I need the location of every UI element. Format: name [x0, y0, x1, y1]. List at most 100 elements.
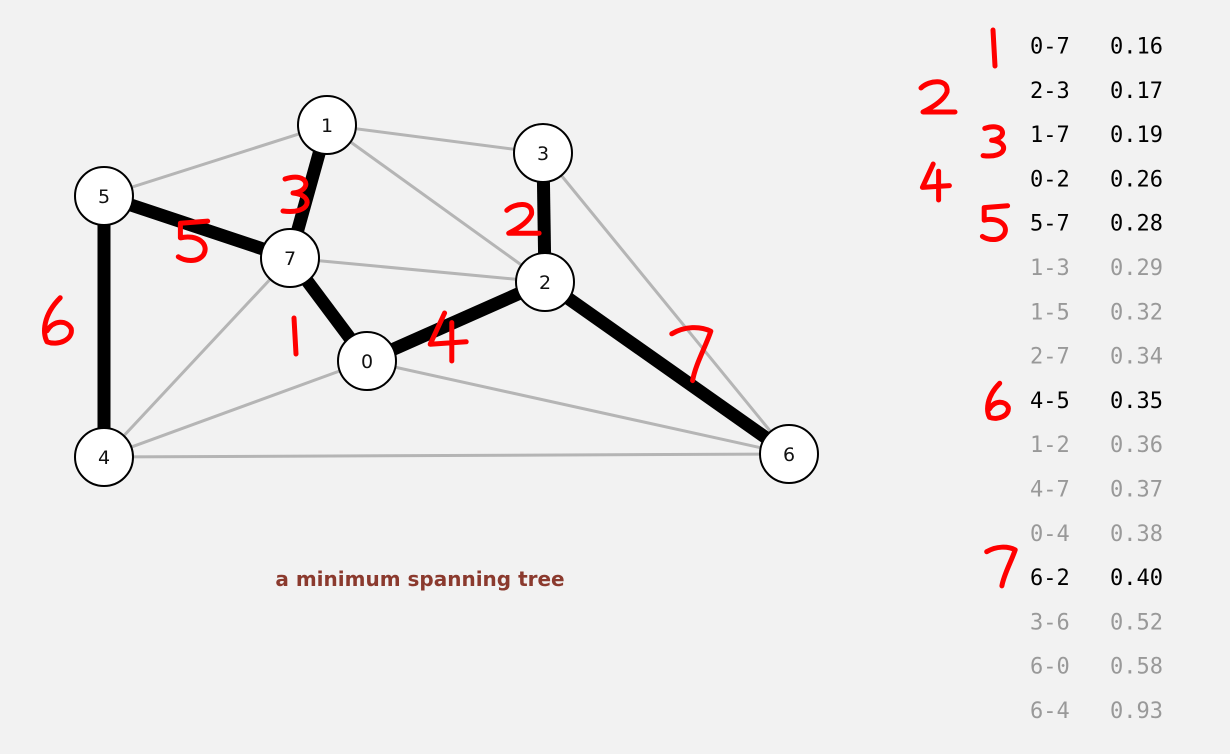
edge-list-weight: 0.32 [1110, 300, 1163, 325]
edge-list-label: 5-7 [1030, 212, 1070, 237]
edge-list-row: 6-0 0.58 [1030, 655, 1163, 680]
node-6: 6 [759, 424, 819, 484]
edge-list-row: 0-4 0.38 [1030, 522, 1163, 547]
graph-nodes: 0 1 2 3 4 5 6 7 [74, 95, 819, 487]
edge-list-label: 2-3 [1030, 79, 1070, 104]
edge-list-weight: 0.93 [1110, 699, 1163, 724]
edge-list-row: 0-7 0.16 [1030, 35, 1163, 60]
edge-list-row: 4-5 0.35 [1030, 389, 1163, 414]
edge-list-weight: 0.35 [1110, 389, 1163, 414]
node-circle [74, 427, 134, 487]
edge-list-label: 1-3 [1030, 256, 1070, 281]
node-circle [759, 424, 819, 484]
node-3: 3 [513, 123, 573, 183]
edge-1-5 [103, 123, 328, 198]
node-label: 6 [783, 444, 795, 466]
node-circle [513, 123, 573, 183]
edge-list-row: 5-7 0.28 [1030, 212, 1163, 237]
node-2: 2 [515, 252, 575, 312]
edge-list-weight: 0.19 [1110, 123, 1163, 148]
edge-list-label: 1-7 [1030, 123, 1070, 148]
edge-list-label: 6-4 [1030, 699, 1070, 724]
edge-list-weight: 0.17 [1110, 79, 1163, 104]
edge-list-weight: 0.58 [1110, 655, 1163, 680]
edge-4-7 [102, 256, 292, 459]
edge-6-0 [366, 359, 790, 456]
edge-list-label: 0-4 [1030, 522, 1070, 547]
annotation-graph-5 [175, 218, 211, 263]
annotation-list-2 [918, 79, 958, 115]
edge-list-row: 4-7 0.37 [1030, 478, 1163, 503]
node-label: 3 [537, 143, 549, 165]
annotation-graph-3 [280, 174, 310, 214]
edge-list-label: 1-2 [1030, 433, 1070, 458]
node-label: 2 [539, 272, 551, 294]
edge-2-7 [289, 256, 546, 284]
node-circle [515, 252, 575, 312]
annotation-list-7 [984, 544, 1018, 589]
edge-list-label: 3-6 [1030, 610, 1070, 635]
annotation-graph-7 [669, 325, 714, 384]
edge-list-label: 1-5 [1030, 300, 1070, 325]
edge-list-row: 1-5 0.32 [1030, 300, 1163, 325]
edge-list-row: 2-3 0.17 [1030, 79, 1163, 104]
node-7: 7 [260, 228, 320, 288]
edge-list-label: 4-7 [1030, 478, 1070, 503]
annotation-graph-6 [42, 295, 74, 346]
edge-list-weight: 0.52 [1110, 610, 1163, 635]
node-label: 7 [284, 248, 296, 270]
node-4: 4 [74, 427, 134, 487]
annotation-list-3 [980, 124, 1006, 159]
annotation-list-6 [985, 380, 1011, 421]
edge-list-weight: 0.36 [1110, 433, 1163, 458]
diagram-caption: a minimum spanning tree [275, 567, 564, 591]
edge-list-row: 1-7 0.19 [1030, 123, 1163, 148]
edge-list-weight: 0.38 [1110, 522, 1163, 547]
node-label: 4 [98, 447, 110, 469]
edge-list-weight: 0.16 [1110, 35, 1163, 60]
edge-list-row: 1-2 0.36 [1030, 433, 1163, 458]
edge-list-weight: 0.29 [1110, 256, 1163, 281]
edge-list-label: 0-7 [1030, 35, 1070, 60]
edge-list-weight: 0.34 [1110, 345, 1163, 370]
edge-list-weight: 0.37 [1110, 478, 1163, 503]
node-1: 1 [297, 95, 357, 155]
edge-list-row: 6-4 0.93 [1030, 699, 1163, 724]
node-0: 0 [337, 331, 397, 391]
annotation-list-1 [990, 27, 998, 69]
edge-list-row: 6-2 0.40 [1030, 566, 1163, 591]
edge-0-2 [364, 276, 548, 367]
edge-list-row: 3-6 0.52 [1030, 610, 1163, 635]
edge-6-4 [103, 452, 790, 459]
node-label: 5 [98, 186, 110, 208]
edge-3-6 [541, 152, 791, 455]
annotation-graph-2 [504, 201, 542, 236]
edge-6-2 [541, 276, 793, 460]
edge-list-label: 0-2 [1030, 167, 1070, 192]
edge-list-label: 2-7 [1030, 345, 1070, 370]
annotation-graph-4 [427, 310, 469, 364]
edge-list-weight: 0.26 [1110, 167, 1163, 192]
annotation-list-5 [979, 203, 1011, 243]
edge-list-row: 2-7 0.34 [1030, 345, 1163, 370]
edge-list-weight: 0.28 [1110, 212, 1163, 237]
node-circle [297, 95, 357, 155]
edge-list-row: 1-3 0.29 [1030, 256, 1163, 281]
edge-list-label: 6-0 [1030, 655, 1070, 680]
node-circle [260, 228, 320, 288]
node-5: 5 [74, 166, 134, 226]
node-circle [337, 331, 397, 391]
edge-list-row: 0-2 0.26 [1030, 167, 1163, 192]
edge-list-label: 6-2 [1030, 566, 1070, 591]
handwritten-annotations [42, 27, 1018, 589]
node-circle [74, 166, 134, 226]
annotation-list-4 [919, 161, 952, 203]
edge-5-7 [101, 189, 293, 265]
edge-list-weight: 0.40 [1110, 566, 1163, 591]
node-label: 0 [361, 351, 373, 373]
edge-1-3 [326, 123, 544, 155]
edge-1-2 [326, 123, 546, 284]
edge-list-label: 4-5 [1030, 389, 1070, 414]
